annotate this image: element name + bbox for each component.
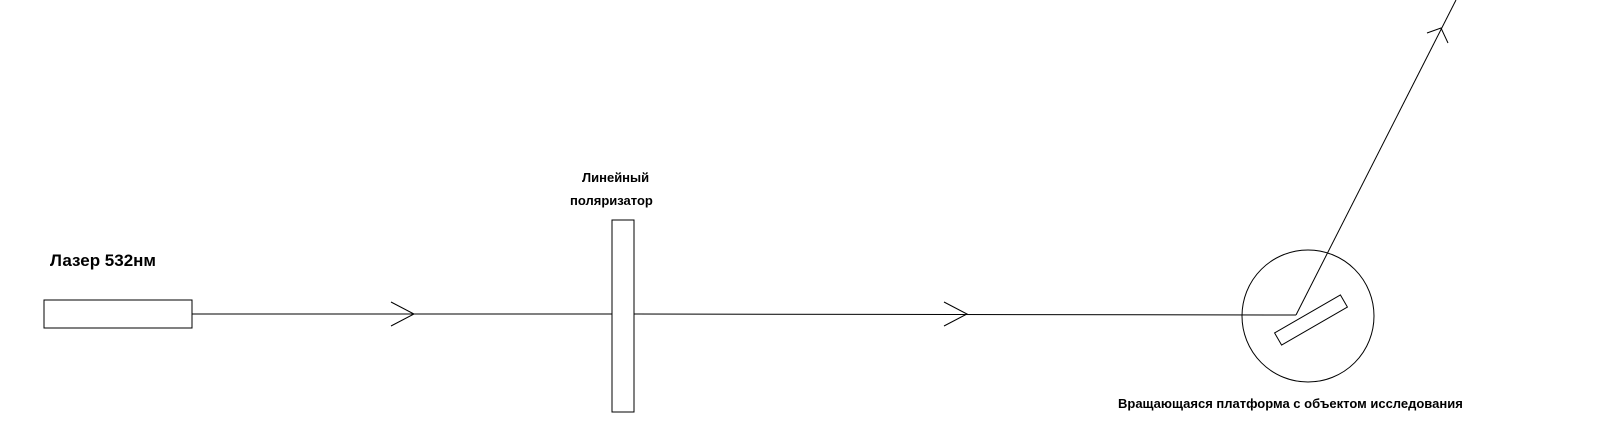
platform-label: Вращающаяся платформа с объектом исследо…: [1118, 396, 1463, 411]
polarizer-label-line2: поляризатор: [570, 193, 653, 208]
laser-body: [43, 299, 193, 329]
beam-arrow-1: [390, 301, 416, 327]
reflected-beam-arrow: [1426, 27, 1449, 44]
linear-polarizer: [611, 219, 635, 413]
laser-label: Лазер 532нм: [50, 251, 156, 270]
sample-object: [1273, 294, 1349, 346]
beam-arrow-2: [943, 301, 969, 327]
rotating-platform: [1241, 249, 1375, 383]
reflected-beam: [1295, 0, 1457, 316]
polarizer-label-line1: Линейный: [582, 170, 649, 185]
